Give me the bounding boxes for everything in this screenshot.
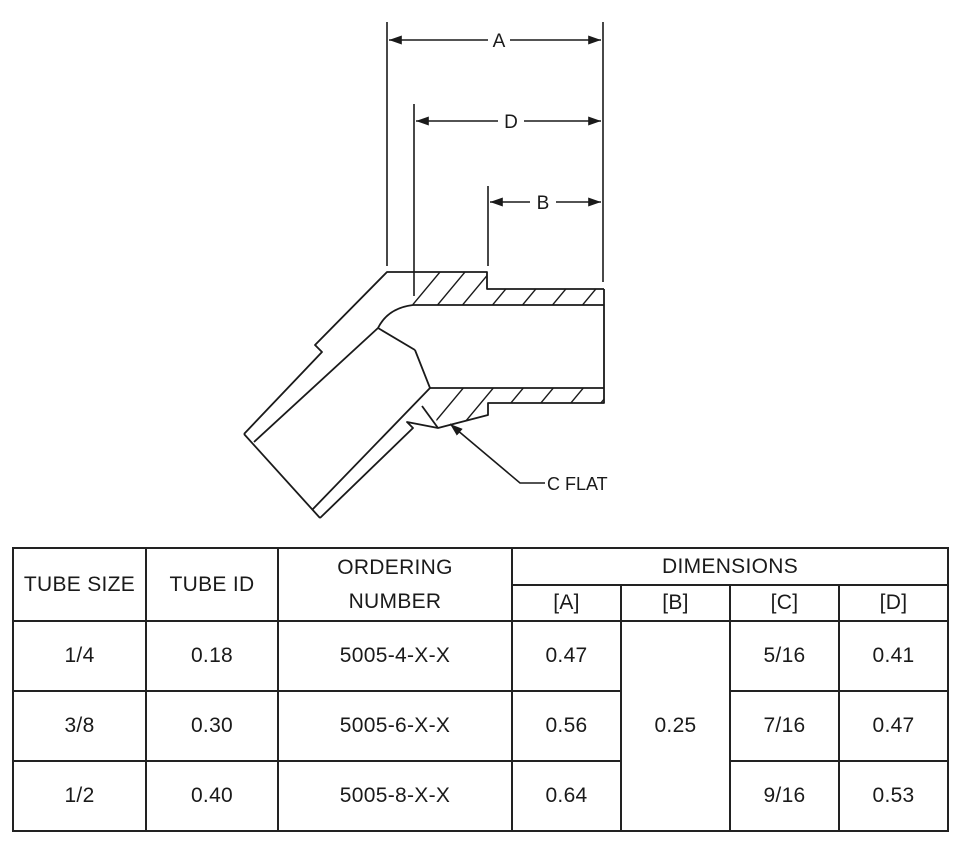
cell-a: 0.47 [511, 620, 622, 692]
cell-a: 0.64 [511, 760, 622, 832]
fitting-drawing: A D B [243, 22, 608, 519]
c-flat-label: C FLAT [547, 474, 608, 494]
cell-c: 5/16 [729, 620, 840, 692]
cell-tube-id: 0.18 [145, 620, 279, 692]
dimension-b-label: B [537, 193, 550, 214]
header-tube-id: TUBE ID [145, 547, 279, 622]
cell-tube-size: 1/4 [12, 620, 147, 692]
fitting-body [243, 271, 605, 519]
cell-tube-size: 1/2 [12, 760, 147, 832]
cell-d: 0.53 [837, 760, 950, 832]
cell-c: 7/16 [729, 690, 840, 762]
header-ordering-number: ORDERING NUMBER [277, 547, 513, 622]
cell-tube-size: 3/8 [12, 690, 147, 762]
cell-b-merged: 0.25 [620, 620, 731, 832]
cell-a: 0.56 [511, 690, 622, 762]
cell-ordering-number: 5005-6-X-X [277, 690, 513, 762]
header-col-c: [C] [729, 584, 840, 622]
cell-d: 0.47 [837, 690, 950, 762]
c-flat-leader [449, 423, 545, 484]
header-ordering-line1: ORDERING [337, 555, 453, 579]
header-tube-size: TUBE SIZE [12, 547, 147, 622]
header-col-a: [A] [511, 584, 622, 622]
header-ordering-line2: NUMBER [348, 589, 442, 613]
header-col-b: [B] [620, 584, 731, 622]
dimension-d-label: D [504, 112, 518, 133]
table-row: 1/2 0.40 5005-8-X-X 0.64 9/16 0.53 [12, 760, 950, 832]
dimensions-table: TUBE SIZE TUBE ID ORDERING NUMBER DIMENS… [12, 547, 950, 832]
dimension-a-label: A [493, 31, 506, 52]
table-row: 1/4 0.18 5005-4-X-X 0.47 0.25 5/16 0.41 [12, 620, 950, 832]
cell-tube-id: 0.30 [145, 690, 279, 762]
cell-tube-id: 0.40 [145, 760, 279, 832]
extension-lines [386, 22, 604, 296]
cell-c: 9/16 [729, 760, 840, 832]
cell-ordering-number: 5005-4-X-X [277, 620, 513, 692]
table-row: 3/8 0.30 5005-6-X-X 0.56 7/16 0.47 [12, 690, 950, 762]
cell-d: 0.41 [837, 620, 950, 692]
header-col-d: [D] [837, 584, 950, 622]
cell-ordering-number: 5005-8-X-X [277, 760, 513, 832]
header-dimensions: DIMENSIONS [510, 547, 950, 586]
section-hatching [399, 272, 604, 428]
